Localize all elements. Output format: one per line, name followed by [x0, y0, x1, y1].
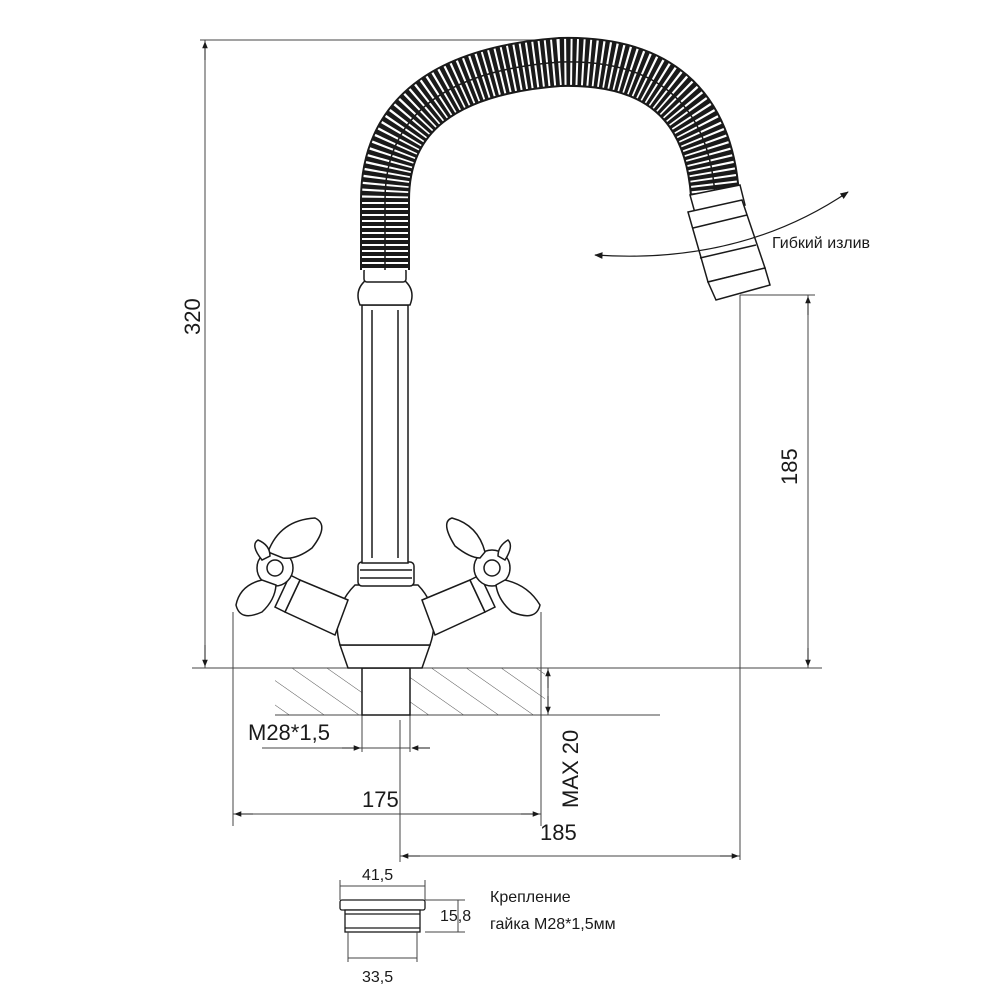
dim-outlet-height: 185: [777, 448, 802, 485]
left-handle-wing-down: [235, 579, 277, 617]
nut-flange: [339, 899, 426, 911]
vertical-pipe: [361, 304, 409, 564]
faucet-base: [338, 644, 432, 669]
flexible-spout: [360, 36, 740, 270]
spout-aerator: [706, 267, 771, 301]
pipe-top-fitting: [357, 279, 413, 306]
central-hub: [336, 584, 435, 646]
spout-outlet-head: [687, 184, 771, 301]
left-handle-wing-up: [267, 517, 323, 560]
mount-nut-spec: гайка М28*1,5мм: [490, 916, 616, 933]
mounting-shank: [361, 667, 411, 716]
right-valve: [421, 517, 541, 637]
dimension-arrows: [202, 41, 811, 859]
left-valve: [235, 517, 349, 637]
dim-thread: M28*1,5: [248, 720, 330, 745]
rotation-arrow: [594, 191, 849, 259]
left-handle-wing-side: [254, 539, 271, 561]
dim-nut-outer: 41,5: [362, 867, 393, 884]
flexible-spout-label: Гибкий излив: [772, 235, 870, 252]
collar-ring: [357, 561, 415, 587]
dim-width-handles: 175: [362, 787, 399, 812]
dim-nut-inner: 33,5: [362, 969, 393, 986]
dim-spout-reach: 185: [540, 820, 577, 845]
right-handle-wing-up: [446, 517, 486, 559]
right-handle-wing-side: [497, 539, 512, 562]
mount-title: Крепление: [490, 889, 571, 906]
right-handle-wing-down: [495, 579, 541, 617]
faucet-body: [336, 267, 435, 716]
nut-body: [344, 909, 421, 933]
spout-head-body: [687, 199, 766, 283]
dim-nut-height: 15,8: [440, 908, 471, 925]
dim-total-height: 320: [180, 298, 205, 335]
mounting-nut-detail: [339, 880, 465, 962]
dim-max-thickness: MAX 20: [558, 730, 583, 808]
